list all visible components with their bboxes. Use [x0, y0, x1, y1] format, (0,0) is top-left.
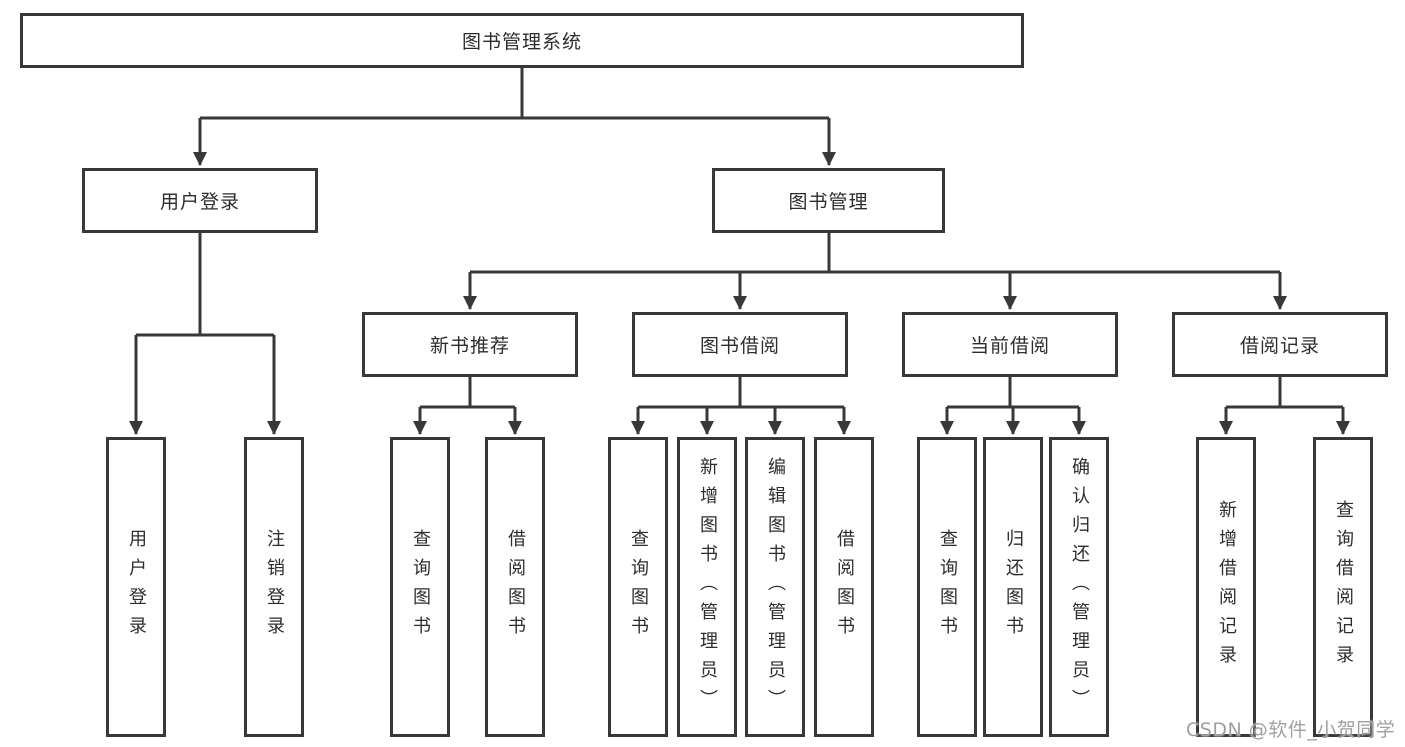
node-add-book-admin: 新增图书（管理员）	[677, 437, 737, 737]
node-user-login: 用户登录	[82, 168, 318, 233]
node-query-book-borrow: 查询图书	[608, 437, 668, 737]
node-borrow-book-recommend: 借阅图书	[485, 437, 545, 737]
node-add-borrow-record: 新增借阅记录	[1196, 437, 1256, 737]
node-query-book-recommend: 查询图书	[390, 437, 450, 737]
node-return-book: 归还图书	[983, 437, 1043, 737]
node-query-book-current: 查询图书	[917, 437, 977, 737]
node-edit-book-admin: 编辑图书（管理员）	[745, 437, 805, 737]
node-query-borrow-record: 查询借阅记录	[1313, 437, 1373, 737]
node-library-system: 图书管理系统	[20, 13, 1024, 68]
node-borrow-records: 借阅记录	[1172, 312, 1388, 377]
node-confirm-return-admin: 确认归还（管理员）	[1049, 437, 1109, 737]
node-current-borrow: 当前借阅	[902, 312, 1118, 377]
node-book-borrow: 图书借阅	[632, 312, 848, 377]
node-borrow-book-leaf: 借阅图书	[814, 437, 874, 737]
watermark-text: CSDN @软件_小贺同学	[1186, 719, 1396, 741]
node-new-book-recommend: 新书推荐	[362, 312, 578, 377]
node-user-login-leaf: 用户登录	[106, 437, 166, 737]
node-logout-leaf: 注销登录	[244, 437, 304, 737]
node-book-management: 图书管理	[712, 168, 945, 233]
